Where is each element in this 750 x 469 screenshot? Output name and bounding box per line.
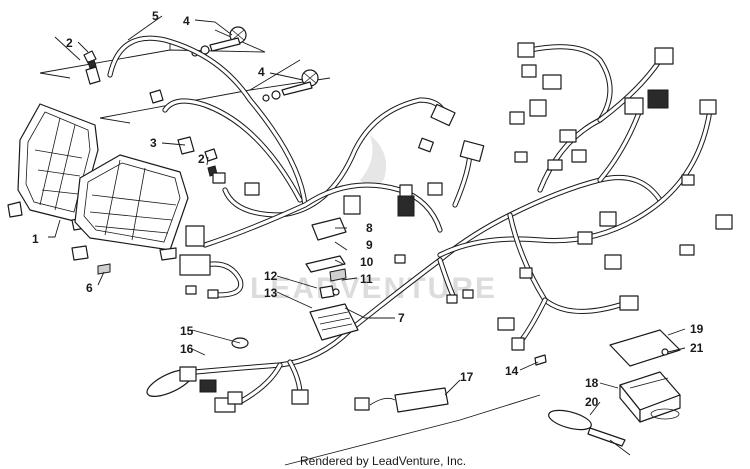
callout-20: 20 (585, 395, 599, 409)
module-17 (394, 387, 449, 413)
callout-15: 15 (180, 324, 194, 338)
callout-10: 10 (360, 255, 374, 269)
leader-lines (48, 15, 686, 466)
headlight-adjusters (191, 26, 319, 102)
harness-connectors (179, 42, 733, 351)
callout-19: 19 (690, 322, 704, 336)
callout-9: 9 (366, 238, 373, 252)
callout-2a: 2 (66, 36, 73, 50)
lower-connectors (179, 366, 370, 413)
watermark: LEADVENTURE (250, 135, 497, 305)
callout-17: 17 (460, 370, 474, 384)
callout-3: 3 (150, 136, 157, 150)
callout-labels: 1 2 2 3 4 4 5 6 7 8 9 10 11 12 13 14 15 … (32, 9, 704, 409)
callout-6: 6 (86, 281, 93, 295)
callout-21: 21 (690, 341, 704, 355)
callout-7: 7 (398, 311, 405, 325)
callout-13: 13 (264, 286, 278, 300)
callout-1: 1 (32, 232, 39, 246)
main-harness (107, 35, 713, 405)
callout-5: 5 (152, 9, 159, 23)
callout-12: 12 (264, 269, 278, 283)
callout-11: 11 (360, 272, 373, 286)
relays-modules (305, 217, 359, 341)
callout-14: 14 (505, 364, 519, 378)
callout-8: 8 (366, 221, 373, 235)
watermark-text: LEADVENTURE (250, 272, 497, 305)
render-credit: Rendered by LeadVenture, Inc. (300, 454, 466, 468)
callout-4a: 4 (183, 14, 190, 28)
adhesive-pad (97, 263, 111, 275)
callout-2b: 2 (198, 152, 205, 166)
callout-16: 16 (180, 342, 194, 356)
callout-18: 18 (585, 376, 599, 390)
callout-4b: 4 (258, 65, 265, 79)
fastener-14 (534, 354, 547, 366)
headlight-right (71, 154, 189, 261)
security-module (548, 329, 681, 456)
